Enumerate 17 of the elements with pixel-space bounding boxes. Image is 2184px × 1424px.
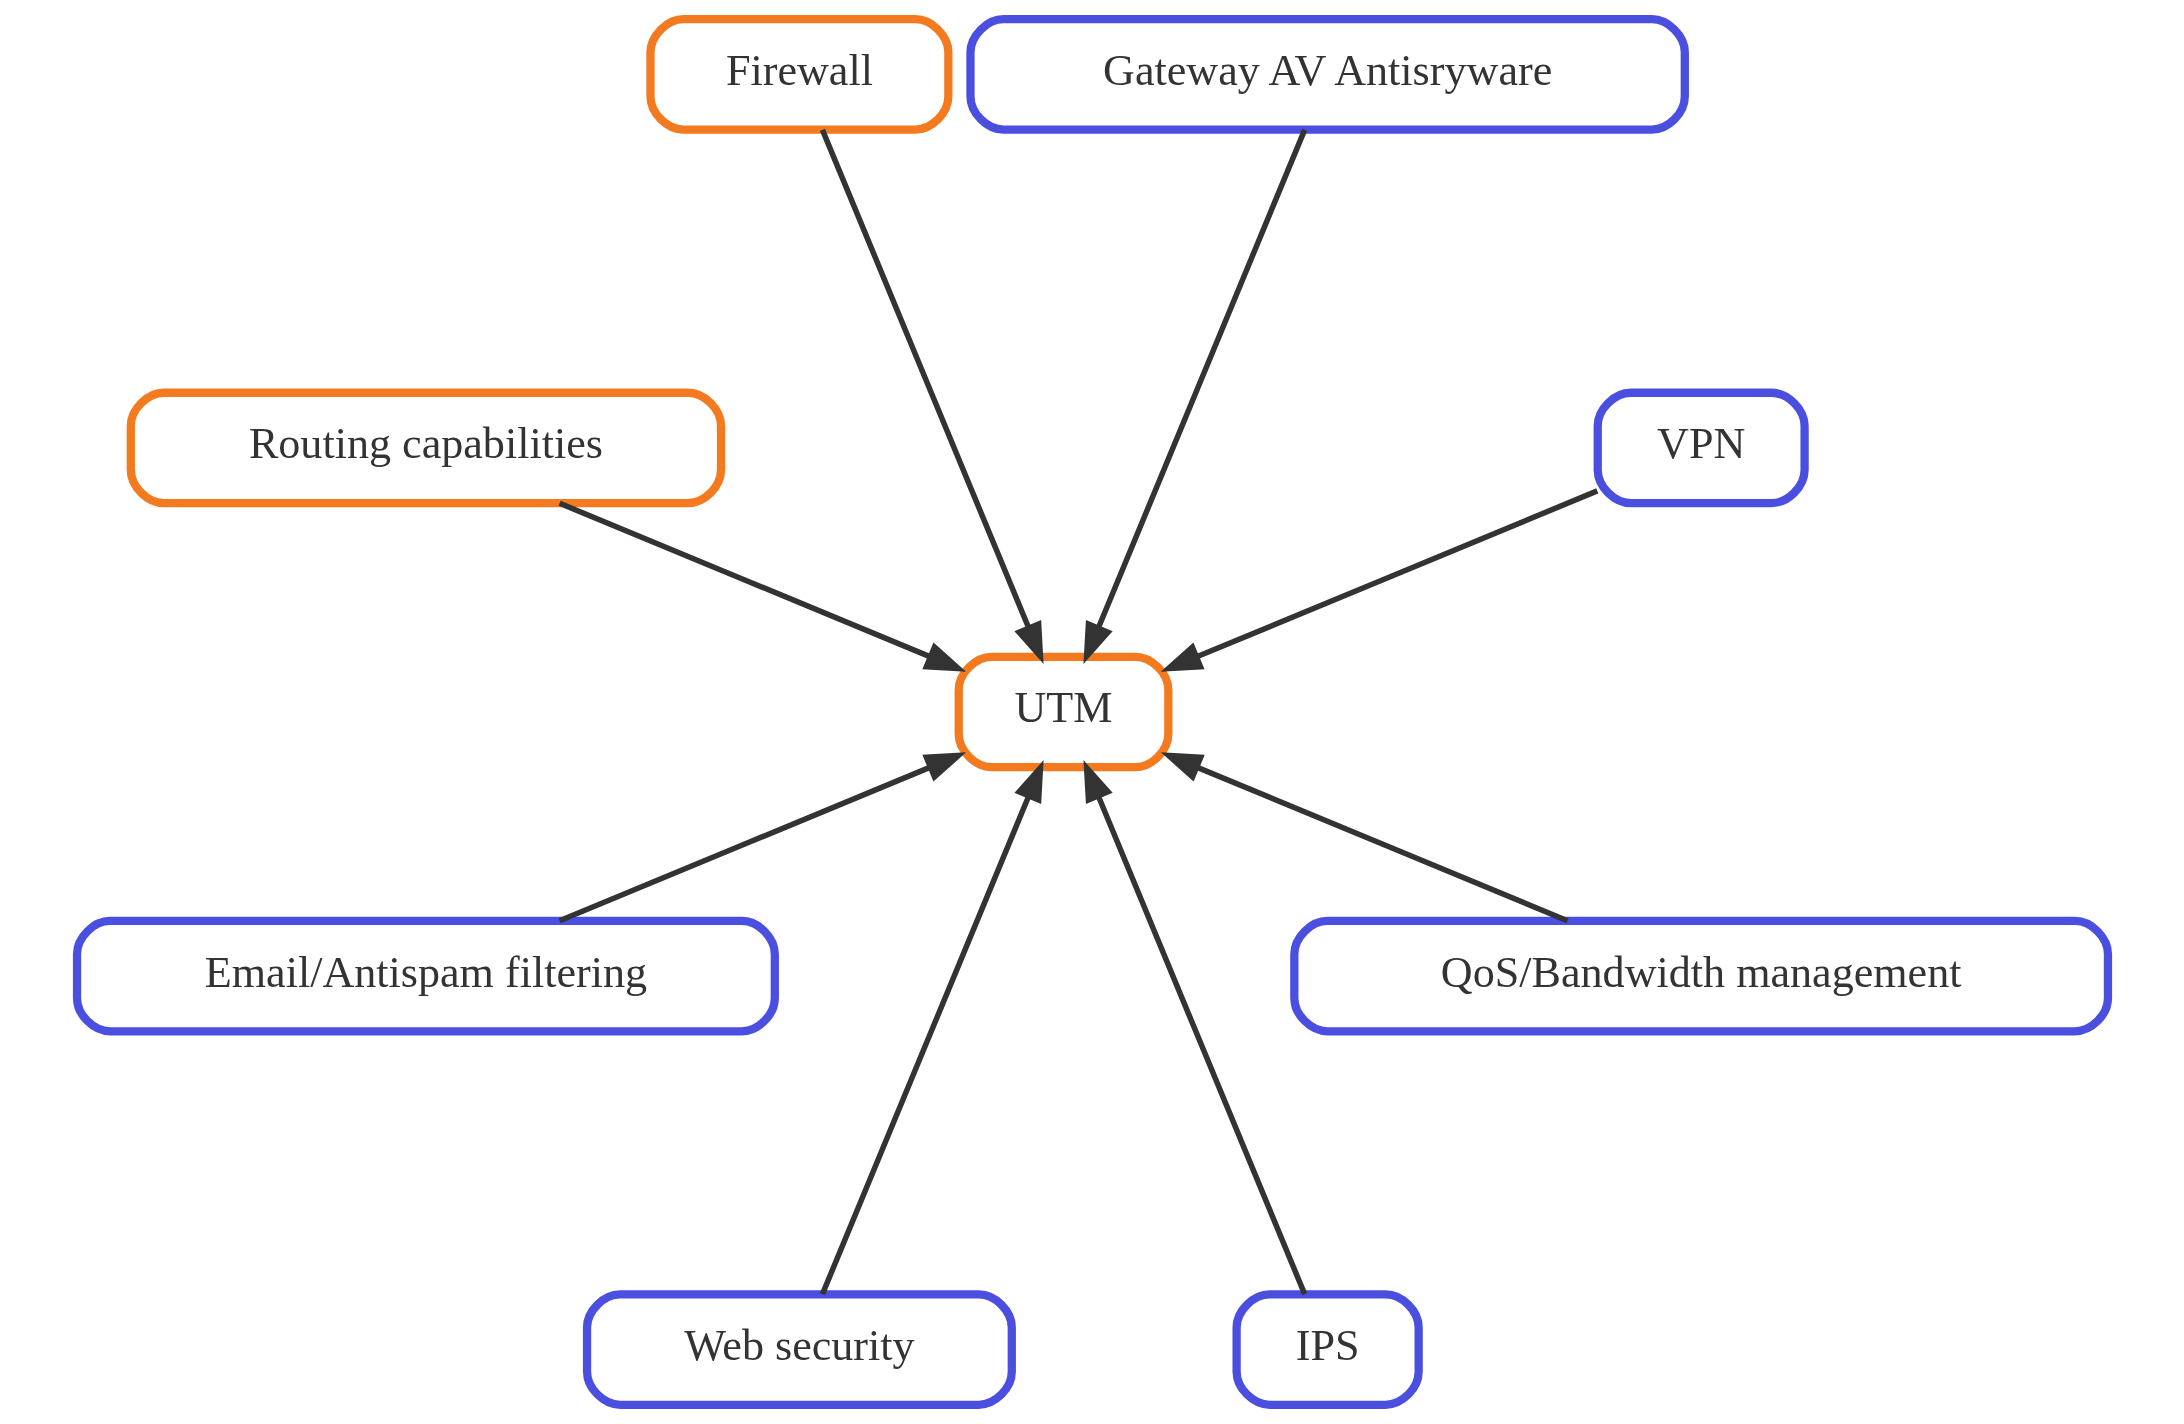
node-box: Routing capabilities	[126, 388, 725, 508]
arrow	[558, 752, 966, 924]
arrow	[1160, 752, 1569, 924]
arrow	[819, 760, 1044, 1296]
node-box: VPN	[1593, 388, 1809, 508]
arrow	[819, 128, 1044, 664]
node-box: Web security	[582, 1290, 1016, 1409]
arrow	[558, 500, 966, 672]
arrow	[1160, 488, 1598, 672]
node-box: Email/Antispam filtering	[72, 916, 779, 1036]
node-box: Firewall	[645, 15, 952, 134]
node-box: QoS/Bandwidth management	[1289, 916, 2112, 1036]
node-box: Gateway AV Antisryware	[965, 15, 1689, 134]
node-box: UTM	[954, 652, 1172, 772]
arrow	[1082, 128, 1307, 664]
node-box: IPS	[1232, 1290, 1423, 1409]
arrow	[1082, 760, 1307, 1296]
